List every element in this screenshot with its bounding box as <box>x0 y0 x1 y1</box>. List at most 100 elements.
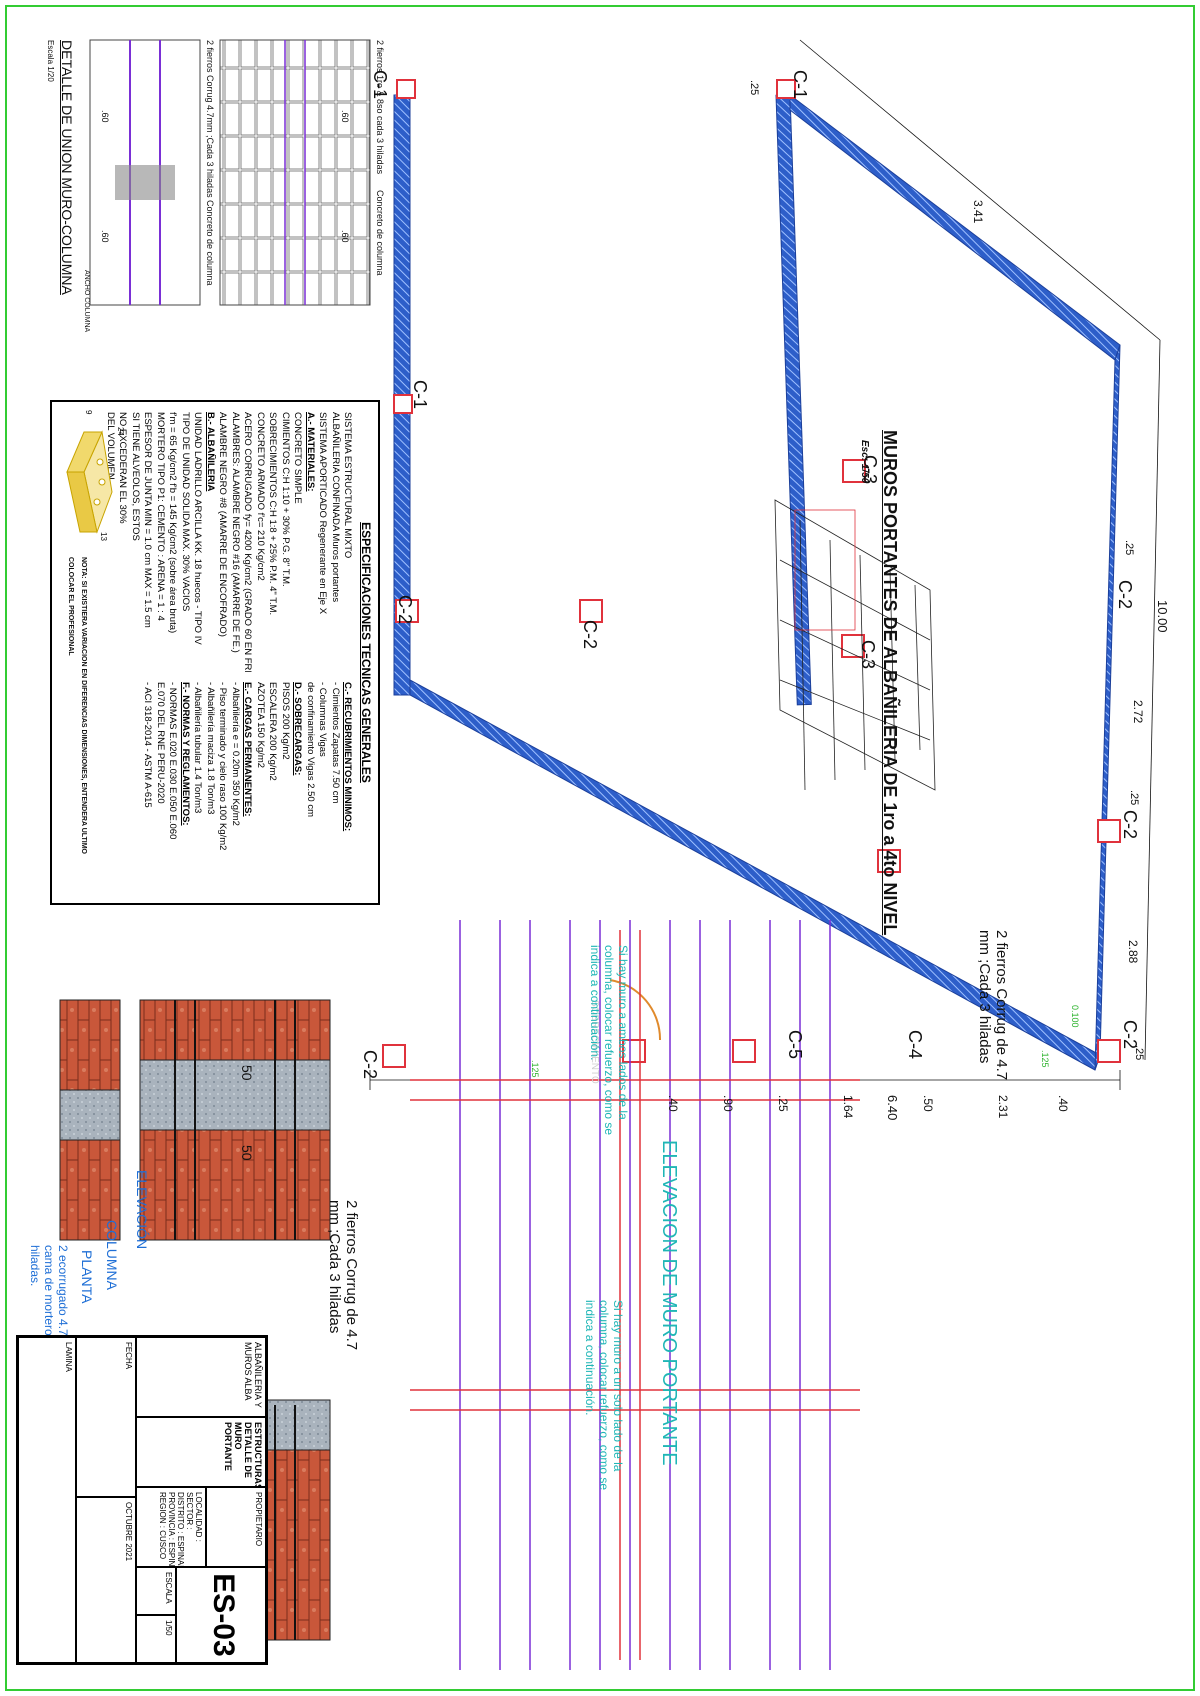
plan-walls <box>393 93 1121 1071</box>
column-label-c2e: C-2 <box>1115 580 1135 610</box>
spec-line: UNIDAD LADRILLO ARCILLA KK. 18 huecos - … <box>192 412 204 645</box>
elevation-dim-top: 0.100 <box>1070 1005 1080 1028</box>
detail-note2: Concreto de columna <box>375 190 385 276</box>
sheet-border <box>5 5 1195 1691</box>
spec-line: B.- ALBAÑILERIA <box>205 412 216 492</box>
reinforcement-dim50a: 50 <box>239 1065 255 1081</box>
spec-line: - Albañilería maciza 1.8 Ton/m3 <box>205 682 216 815</box>
spec-line: CIMIENTOS C:H 1:10 + 30% P.G. 8" T.M. <box>280 412 291 587</box>
spec-line: ESCALERA 200 Kg/m2 <box>267 682 279 781</box>
dim-r1: .40 <box>1056 1095 1070 1112</box>
detail-dim5: ANCHO COLUMNA <box>83 270 90 333</box>
title-block-plan-name: ESTRUCTURAS DETALLE DE MURO PORTANTE <box>136 1417 266 1487</box>
title-block-date-value: OCTUBRE 2021 <box>76 1497 136 1663</box>
column-label-c1b: C-1 <box>410 380 430 410</box>
spec-line: ACERO CORRUGADO fy= 4200 Kg/cm2 (GRADO 6… <box>242 412 254 672</box>
specs-title: ESPECIFICACIONES TECNICAS GENERALES <box>359 522 373 783</box>
title-block: ALBAÑILERIA Y MUROS ALBA ESTRUCTURAS DET… <box>16 1335 268 1665</box>
detail-dim4: .60 <box>100 230 110 243</box>
detail-subtitle: Escala 1/20 <box>46 40 55 82</box>
plan-title: MUROS PORTANTES DE ALBAÑILERIA DE 1ro a … <box>880 430 900 936</box>
brick-unit-drawing <box>66 430 113 534</box>
column-label-c1a: C-1 <box>790 70 810 100</box>
title-block-scale-value: 1/50 <box>136 1615 176 1663</box>
spec-line: - Cimientos Zapatas 7.50 cm <box>330 682 341 804</box>
spec-line: E.070 DEL RNE PERU-2020 <box>155 682 166 804</box>
reinforcement-text-both: Si hay muro a ambos lados de la columna,… <box>588 945 630 1136</box>
title-block-scale-label: ESCALA <box>136 1567 176 1615</box>
spec-line: f'm = 65 Kg/cm2 f'b = 145 Kg/cm2 (sobre … <box>167 412 179 634</box>
detail-note1: 2 fierros 1ro & 8so cada 3 hiladas <box>375 40 385 175</box>
reinforcement-columna: COLUMNA <box>104 1220 120 1291</box>
column-label-c2f: C-2 <box>360 1050 380 1080</box>
reinforcement-dim50b: 50 <box>239 1145 255 1161</box>
elevation-dim-b: .125 <box>530 1060 540 1078</box>
column-label-c3a: C-3 <box>860 455 880 485</box>
location-line: SECTOR : <box>185 1492 194 1530</box>
spec-line: A.- MATERIALES: <box>305 412 316 492</box>
location-line: LOCALIDAD : <box>194 1492 203 1542</box>
reinforcement-text-one: Si hay muro a un solo lado de la columna… <box>583 1300 625 1491</box>
spec-line: ALAMBRES: ALAMBRE NEGRO #16 (AMARRE DE F… <box>230 412 241 653</box>
dim-25a: .25 <box>748 80 760 96</box>
spec-line: ALBAÑILERIA CONFINADA Muros portantes <box>330 412 341 603</box>
spec-line: TIPO DE UNIDAD SOLIDA MAX. 30% VACIOS <box>180 412 191 612</box>
dim-d3: 2.88 <box>1126 940 1140 964</box>
dim-total-top: 10.00 <box>1155 600 1170 633</box>
spec-line: E.- CARGAS PERMANENTES: <box>242 682 254 817</box>
elevation-note-b: 2 fierros Corrug de 4.7 mm ;Cada 3 hilad… <box>326 1200 360 1351</box>
spec-line: - Albañilería tubular 1.4 Ton/m3 <box>192 682 204 814</box>
dim-25b: .25 <box>1123 540 1135 556</box>
elevation-drawing <box>410 920 860 1670</box>
spec-line: - NORMAS E.020 E.030 E.050 E.060 <box>167 682 179 840</box>
dim-r5: .25 <box>776 1095 790 1112</box>
specs-left-column: SISTEMA ESTRUCTURAL MIXTO ALBAÑILERIA CO… <box>104 412 354 672</box>
spec-line: SISTEMA APORTICADO Regenerante en Eje X <box>317 412 329 615</box>
spec-line: MORTERO TIPO P1: CEMENTO : ARENA = 1 : 4 <box>155 412 166 621</box>
detail-dim2: .60 <box>340 230 350 243</box>
spec-line: SOBRECIMIENTOS C:H 1:8 + 25% P.M. 4" T.M… <box>267 412 279 616</box>
spec-line: - Albañilería e = 0.20m 350 Kg/m2 <box>230 682 241 826</box>
spec-line: CONCRETO ARMADO f'c= 210 Kg/cm2 <box>255 412 266 581</box>
column-label-c2b: C-2 <box>580 620 600 650</box>
dim-r4: 1.64 <box>841 1095 855 1119</box>
detail-dim1: .60 <box>340 110 350 123</box>
spec-line: de confinamiento Vigas 2.50 cm <box>305 682 316 818</box>
detail-union-drawing <box>89 39 371 306</box>
brick-dim-a: 24 <box>116 427 126 436</box>
dim-d2: 2.72 <box>1131 700 1145 724</box>
location-line: REGION : CUSCO <box>158 1492 167 1560</box>
spec-line: PISOS 200 Kg/m2 <box>280 682 291 760</box>
reinforcement-elevacion: ELEVACIÓN <box>134 1170 150 1250</box>
title-block-date-label: FECHA <box>76 1337 136 1497</box>
dim-r6: .90 <box>721 1095 735 1112</box>
brick-dim-c: 9 <box>84 410 94 415</box>
plan-dimensions <box>369 39 1161 1090</box>
specs-note: NOTA: SI EXISTIERA VARIACION EN DIFERENC… <box>67 557 88 854</box>
dim-r7: .40 <box>666 1095 680 1112</box>
spec-line: CONCRETO SIMPLE <box>292 412 304 504</box>
spec-line: AZOTEA 150 Kg/m2 <box>255 682 266 769</box>
spec-line: SISTEMA ESTRUCTURAL MIXTO <box>342 412 354 559</box>
spec-line: ALAMBRE NEGRO #8 (AMARRE DE ENCOFRADO) <box>217 412 229 637</box>
spec-line: C.- RECUBRIMIENTOS MINIMOS: <box>342 682 354 832</box>
elevation-note-a: 2 fierros Corrug de 4.7 mm ;Cada 3 hilad… <box>976 930 1010 1081</box>
brick-dim-b: 13 <box>99 532 109 541</box>
title-block-sheet-number: ES-03 <box>176 1567 266 1663</box>
reinforcement-planta: PLANTA <box>79 1250 95 1304</box>
dim-r3: .50 <box>921 1095 935 1112</box>
detail-note4: Concreto de columna <box>205 200 215 286</box>
spec-line: F.- NORMAS Y REGLAMENTOS: <box>180 682 191 826</box>
spec-line: ESPESOR DE JUNTA MIN = 1.0 cm MAX = 1.5 … <box>142 412 154 628</box>
title-block-owner: PROPIETARIO <box>206 1487 266 1567</box>
spec-line: D.- SOBRECARGAS: <box>292 682 304 776</box>
location-line: DISTRITO : ESPINAR <box>176 1492 185 1567</box>
spec-line: - Piso terminado y cielo raso 100 Kg/m2 <box>217 682 229 851</box>
title-block-project: ALBAÑILERIA Y MUROS ALBA <box>136 1337 266 1417</box>
spec-line: - Columnas Vigas <box>317 682 329 757</box>
detail-note3: 2 fierros Corrug 4.7mm ;Cada 3 hiladas <box>205 40 215 198</box>
dim-25d: .25 <box>1133 1045 1145 1061</box>
specs-right-column: C.- RECUBRIMIENTOS MINIMOS: - Cimientos … <box>104 682 354 893</box>
